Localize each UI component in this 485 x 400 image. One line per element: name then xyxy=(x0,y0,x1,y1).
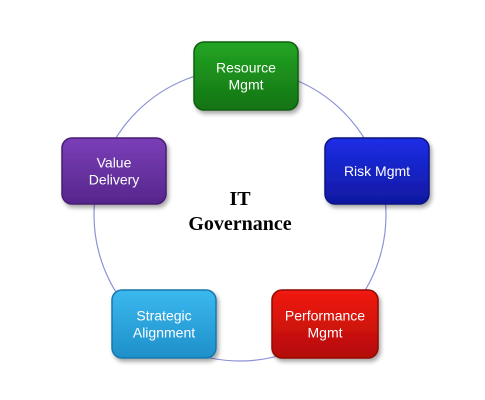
node-label-resource-1: Resource xyxy=(216,60,276,76)
node-label-strategic-1: Strategic xyxy=(136,308,191,324)
node-box-strategic xyxy=(111,289,217,359)
node-label-resource-2: Mgmt xyxy=(229,77,264,93)
node-box-risk xyxy=(324,137,430,205)
node-box-performance xyxy=(271,289,379,359)
node-label-value-2: Delivery xyxy=(89,172,140,188)
node-label-risk-1: Risk Mgmt xyxy=(344,163,410,179)
node-label-performance-2: Mgmt xyxy=(308,325,343,341)
center-title-line-2: Governance xyxy=(188,213,291,235)
node-label-value-1: Value xyxy=(97,155,132,171)
node-box-value xyxy=(61,137,167,205)
node-box-resource xyxy=(193,41,299,111)
center-title-line-1: IT xyxy=(229,188,251,210)
node-risk: Risk Mgmt xyxy=(324,137,430,205)
node-label-strategic-2: Alignment xyxy=(133,325,195,341)
node-label-performance-1: Performance xyxy=(285,308,365,324)
